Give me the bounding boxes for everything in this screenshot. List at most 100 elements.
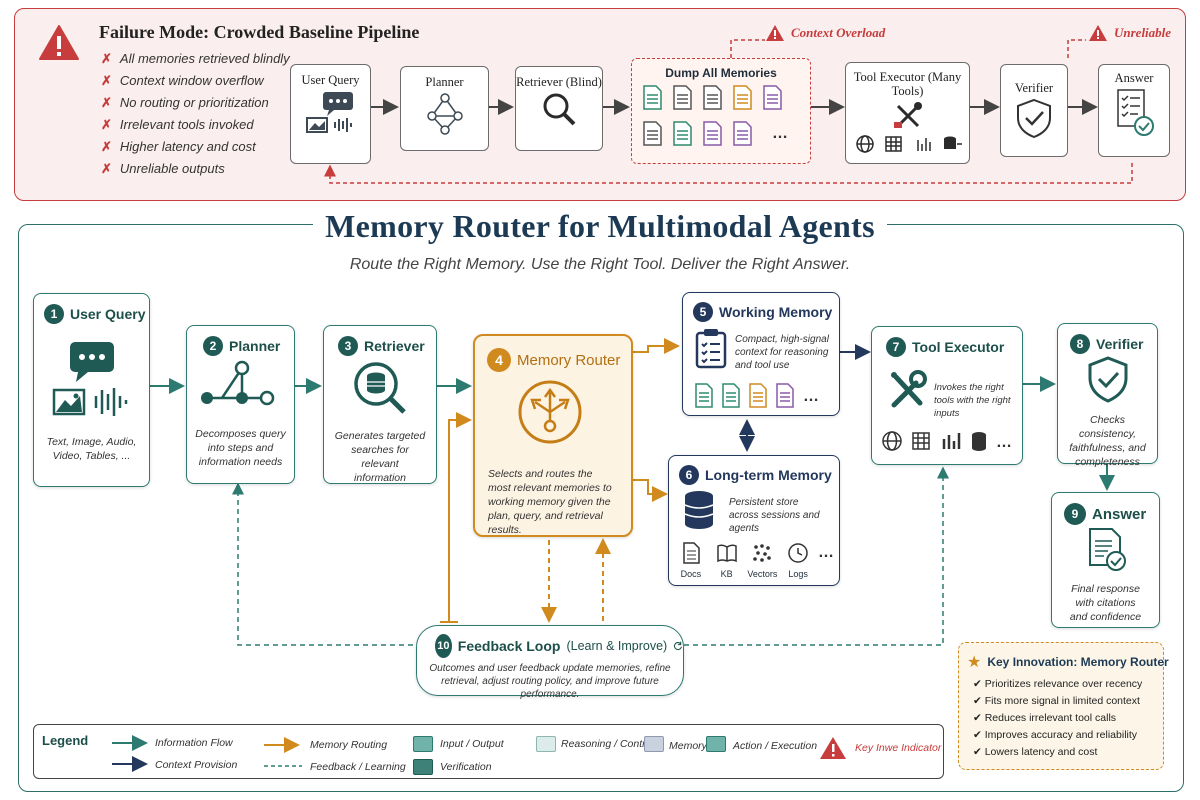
key-innovation-title: Key Innovation: Memory Router [987,655,1169,669]
svg-text:…: … [772,125,788,142]
dump-label: Dump All Memories [665,66,777,80]
innovation-item: ✔ Reduces irrelevant tool calls [973,712,1117,724]
failure-item: ✗Irrelevant tools invoked [101,117,254,132]
memory-stores-row: Docs KB Vectors Logs … [675,542,835,579]
innovation-list: ✔ Prioritizes relevance over recency ✔ F… [973,678,1163,763]
legend-information-flow: Information Flow [155,737,233,749]
failure-item: ✗No routing or prioritization [101,95,269,110]
failure-list: ✗All memories retrieved blindly ✗Context… [101,51,290,183]
multimodal-input-icon [52,342,128,416]
legend-swatch-verification [413,759,433,775]
working-memory-title: Working Memory [719,304,833,320]
network-icon [426,93,463,135]
legend-key-indicator-a: Key [855,742,874,754]
legend-title: Legend [42,733,89,748]
top-retriever-label: Retriever (Blind) [516,75,602,89]
legend-memory-routing: Memory Routing [310,739,388,751]
top-planner-node: Planner [400,66,489,151]
top-retriever-node: Retriever (Blind) [515,66,603,151]
top-planner-label: Planner [425,75,464,89]
warning-icon [38,24,80,67]
step-number: 5 [693,302,713,322]
legend-action-execution: Action / Execution [733,740,818,752]
feedback-loop-node: 10 Feedback Loop (Learn & Improve) Outcome… [416,625,684,700]
docs-label: Docs [680,569,702,579]
top-user-query-label: User Query [301,73,360,87]
innovation-item: ✔ Improves accuracy and reliability [973,729,1138,741]
top-user-query-node: User Query [290,64,371,164]
verifier-desc: Checks consistency, faithfulness, and co… [1069,414,1146,468]
tool-icons-row: … [882,431,1012,451]
main-title: Memory Router for Multimodal Agents [313,208,887,244]
tools-icon [855,102,962,153]
step-number: 10 [435,634,452,658]
logs-label: Logs [788,569,808,579]
step-number: 9 [1064,503,1086,525]
scatter-points-icon [753,544,772,562]
clock-icon [788,543,808,563]
long-term-memory-title: Long-term Memory [705,467,832,483]
checklist-icon [1117,89,1154,136]
user-query-title: User Query [70,306,146,322]
check-icon: ✔ [973,746,985,758]
documents-icon-grid: … [643,85,788,146]
memory-docs-icons: … [695,383,819,408]
failure-item: ✗Context window overflow [101,73,264,88]
magnifier-icon [543,93,576,126]
star-icon: ★ [967,654,982,671]
feedback-loop-desc: Outcomes and user feedback update memori… [429,663,671,700]
legend-key-indicator-b: Inwe Indicator [876,742,942,754]
legend-swatch-action [706,736,726,752]
memory-router-desc: Selects and routes the most relevant mem… [488,468,612,536]
step-number: 4 [487,348,511,372]
check-icon: ✔ [973,695,985,707]
kb-label: KB [720,569,733,579]
shield-check-icon [1088,356,1128,403]
feedback-loop-title: Feedback Loop [457,638,561,654]
top-answer-label: Answer [1114,71,1154,85]
step-number: 1 [44,304,64,324]
clipboard-icon [695,329,727,369]
legend-swatch-reasoning [536,736,556,752]
failure-item: ✗All memories retrieved blindly [101,51,290,66]
vectors-store: Vectors [747,542,779,579]
more-icon: … [818,544,835,561]
answer-desc: Final response with citations and confid… [1069,583,1142,623]
failure-item: ✗Higher latency and cost [101,139,256,154]
top-tool-executor-label: Tool Executor (Many Tools) [853,70,962,98]
document-check-icon [1089,528,1126,571]
legend-swatch-memory [644,736,664,752]
top-verifier-label: Verifier [1014,81,1054,95]
context-overload-warning: Context Overload [765,24,885,42]
book-icon [716,544,737,563]
failure-title: Failure Mode: Crowded Baseline Pipeline [99,22,420,42]
working-memory-desc: Compact, high-signal context for reasoni… [735,334,829,371]
tool-executor-title: Tool Executor [912,339,1005,355]
unreliable-label: Unreliable [1114,25,1172,40]
step-number: 2 [203,336,223,356]
database-icon [684,491,714,529]
logs-store: Logs [782,542,814,579]
working-memory-node: 5 Working Memory Compact, high-signal con… [682,292,840,416]
step-number: 7 [886,337,906,357]
retriever-title: Retriever [364,338,425,354]
legend-context-provision: Context Provision [155,759,238,771]
refresh-icon [674,641,683,651]
legend-input-output: Input / Output [440,738,504,750]
feedback-loop-subtitle: (Learn & Improve) [566,639,668,653]
step-number: 8 [1070,334,1090,354]
innovation-item: ✔ Prioritizes relevance over recency [973,678,1143,690]
svg-text:…: … [803,388,819,405]
failure-item: ✗Unreliable outputs [101,161,225,176]
check-icon: ✔ [973,712,985,724]
key-innovation-box: ★ Key Innovation: Memory Router ✔ Priori… [958,642,1169,770]
planner-desc: Decomposes query into steps and informat… [195,428,286,468]
document-icon [683,542,700,564]
top-verifier-node: Verifier [1000,64,1068,157]
